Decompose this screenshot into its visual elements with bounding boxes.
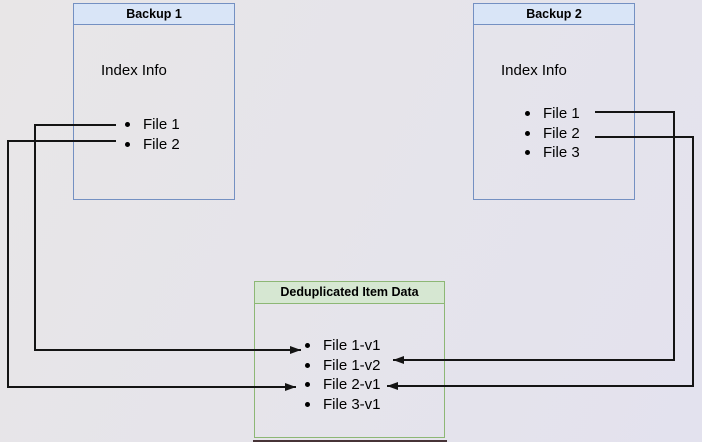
backup2-node: Backup 2 Index Info File 1 File 2 File 3 <box>473 3 635 200</box>
backup1-header: Backup 1 <box>74 4 234 25</box>
list-item: File 3-v1 <box>255 395 444 415</box>
file-label: File 3 <box>543 144 580 161</box>
file-label: File 3-v1 <box>323 395 381 413</box>
bullet-icon <box>305 382 310 388</box>
bullet-icon <box>305 362 310 368</box>
list-item: File 2 <box>474 124 634 144</box>
dedup-title: Deduplicated Item Data <box>280 285 419 299</box>
bullet-icon <box>525 130 530 136</box>
bullet-icon <box>525 111 530 117</box>
backup1-index-info-label: Index Info <box>101 62 167 79</box>
dedup-file-list: File 1-v1 File 1-v2 File 2-v1 File 3-v1 <box>255 336 444 414</box>
file-label: File 2 <box>543 124 580 142</box>
file-label: File 2-v1 <box>323 376 381 393</box>
file-label: File 1-v1 <box>323 337 381 354</box>
list-item: File 3 <box>474 143 634 163</box>
file-label: File 2 <box>143 135 180 153</box>
backup1-node: Backup 1 Index Info File 1 File 2 <box>73 3 235 200</box>
file-label: File 1 <box>143 116 180 133</box>
list-item: File 2-v1 <box>255 375 444 395</box>
list-item: File 1-v2 <box>255 356 444 376</box>
bullet-icon <box>305 401 310 407</box>
bullet-icon <box>125 141 130 147</box>
bottom-edge-artifact <box>253 440 447 442</box>
bullet-icon <box>525 150 530 156</box>
dedup-header: Deduplicated Item Data <box>255 282 444 304</box>
list-item: File 2 <box>74 135 234 155</box>
bullet-icon <box>125 122 130 128</box>
file-label: File 1 <box>543 105 580 122</box>
deduplicated-item-data-node: Deduplicated Item Data File 1-v1 File 1-… <box>254 281 445 438</box>
list-item: File 1-v1 <box>255 336 444 356</box>
list-item: File 1 <box>74 115 234 135</box>
backup2-file-list: File 1 File 2 File 3 <box>474 104 634 163</box>
file-label: File 1-v2 <box>323 356 381 374</box>
backup2-index-info-label: Index Info <box>501 62 567 79</box>
backup1-title: Backup 1 <box>126 7 182 21</box>
list-item: File 1 <box>474 104 634 124</box>
backup2-title: Backup 2 <box>526 7 582 21</box>
bullet-icon <box>305 343 310 349</box>
backup1-file-list: File 1 File 2 <box>74 115 234 154</box>
backup2-header: Backup 2 <box>474 4 634 25</box>
